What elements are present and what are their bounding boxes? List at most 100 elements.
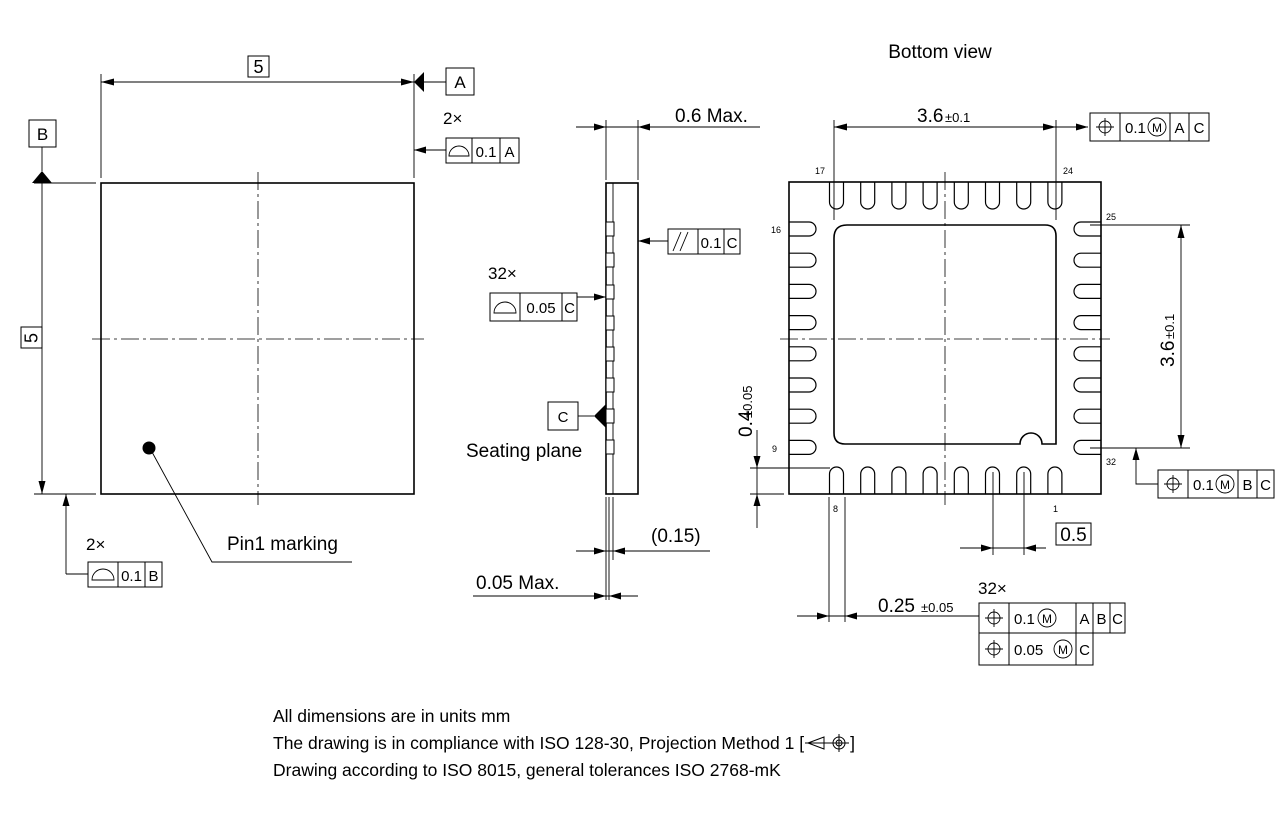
lead-pad	[953, 182, 969, 210]
side-lead	[605, 377, 615, 393]
datum-b-symbol: B	[28, 119, 57, 183]
profile-of-surface-icon	[91, 568, 115, 581]
pin-number-32: 32	[1106, 457, 1116, 467]
lead-position-datum-b: B	[1096, 611, 1106, 628]
lead-position-value-1: 0.1	[1014, 611, 1035, 628]
bottom-view	[780, 172, 1110, 505]
note-iso-128-text: The drawing is in compliance with ISO 12…	[273, 733, 805, 753]
max-height-value: 0.6 Max.	[675, 106, 748, 127]
lead-pad	[860, 466, 876, 494]
lead-pad	[828, 182, 845, 210]
lead-pad	[789, 346, 817, 362]
pad-height-position-value: 0.1	[1193, 477, 1214, 494]
lead-position-datum-c-2: C	[1079, 642, 1090, 659]
pitch-value: 0.5	[1060, 525, 1086, 546]
lead-pad	[1073, 377, 1101, 393]
top-view: Pin1 marking	[92, 172, 424, 563]
profile-of-surface-icon	[448, 145, 470, 157]
parallelism-value: 0.1	[701, 235, 722, 252]
lead-position-count: 32×	[978, 579, 1007, 598]
pad-width-nominal: 3.6	[917, 106, 943, 127]
lead-pad	[1016, 182, 1032, 210]
pad-width-position-value: 0.1	[1125, 120, 1146, 137]
datum-a-symbol: A	[414, 67, 475, 96]
mmc-modifier-icon	[1147, 117, 1167, 137]
lead-position-tolerance-frame: 32× 0.1 M A B C 0.05 M C	[978, 579, 1126, 666]
lead-position-datum-c: C	[1112, 611, 1123, 628]
pin1-marking-dot	[142, 441, 156, 455]
pin-number-16: 16	[771, 225, 781, 235]
side-lead	[605, 284, 615, 300]
lead-pad	[789, 221, 817, 237]
pin-number-8: 8	[833, 504, 838, 514]
pad-height-tolerance: ±0.1	[1162, 314, 1177, 339]
coplanarity-count: 32×	[488, 264, 517, 283]
top-profile-tolerance-frame: 2× 0.1 A	[414, 109, 520, 164]
max-height-dimension: 0.6 Max.	[576, 106, 760, 180]
pad-width-position-datum-c: C	[1194, 120, 1205, 137]
pin-number-1: 1	[1053, 504, 1058, 514]
datum-a-label: A	[454, 73, 466, 92]
pad-width-tolerance: ±0.1	[945, 110, 970, 125]
lead-pad	[1073, 439, 1101, 455]
lead-pad	[1073, 315, 1101, 331]
pad-width-position-modifier: M	[1152, 121, 1162, 135]
body-width-dimension: 5	[100, 55, 415, 178]
note-iso-128-suffix: ]	[850, 733, 855, 753]
left-profile-datum: B	[148, 568, 158, 585]
left-profile-tolerance-frame: 2× 0.1 B	[62, 494, 163, 588]
lead-pad	[891, 466, 907, 494]
lead-pad	[891, 182, 907, 210]
note-iso-8015: Drawing according to ISO 8015, general t…	[273, 760, 781, 780]
note-units: All dimensions are in units mm	[273, 706, 511, 726]
datum-c-label: C	[558, 409, 569, 426]
lead-width-tolerance: ±0.05	[921, 600, 953, 615]
pin-number-24: 24	[1063, 166, 1073, 176]
pitch-dimension: 0.5	[960, 472, 1092, 555]
lead-pad	[984, 182, 1001, 210]
lead-length-tolerance: ±0.05	[740, 386, 755, 418]
lead-position-value-2: 0.05	[1014, 642, 1043, 659]
pad-height-dimension: 3.6 ±0.1	[1090, 224, 1190, 449]
mmc-modifier-icon	[1037, 608, 1057, 628]
top-view-body-outline	[100, 182, 415, 495]
lead-pad	[789, 283, 817, 299]
left-profile-value: 0.1	[121, 568, 142, 585]
projection-method-icon	[805, 734, 850, 752]
pin1-marking-label: Pin1 marking	[227, 534, 338, 555]
top-profile-datum: A	[504, 144, 514, 161]
lead-pad	[789, 377, 817, 393]
lead-pad	[922, 466, 938, 494]
lead-width-dimension: 0.25 ±0.05	[797, 497, 980, 622]
lead-pad	[922, 182, 938, 210]
lead-pad	[789, 252, 817, 268]
side-lead	[605, 221, 615, 237]
datum-c-symbol: C	[547, 401, 606, 431]
body-width-value: 5	[253, 57, 263, 77]
lead-pad	[789, 408, 817, 424]
lead-pad	[1073, 221, 1101, 237]
lead-pad	[1073, 252, 1101, 268]
pad-height-position-modifier: M	[1220, 478, 1230, 492]
mmc-modifier-icon	[1215, 474, 1235, 494]
lead-pad	[1073, 408, 1101, 424]
side-view-body-outline	[605, 182, 639, 495]
lead-pad	[1016, 466, 1032, 494]
standoff-max-value: 0.05 Max.	[476, 573, 559, 594]
lead-length-nominal: 0.4	[736, 410, 757, 437]
pin1-leader-line	[151, 451, 352, 563]
pin-number-25: 25	[1106, 212, 1116, 222]
pad-width-position-datum-a: A	[1174, 120, 1184, 137]
lead-pad	[953, 466, 969, 494]
side-view	[605, 182, 639, 495]
side-lead	[605, 408, 615, 424]
coplanarity-tolerance-frame: 32× 0.05 C	[488, 264, 606, 322]
pad-height-position-datum-b: B	[1242, 477, 1252, 494]
lead-pad	[1047, 466, 1063, 494]
lead-position-datum-a: A	[1079, 611, 1089, 628]
body-height-dimension: 5	[20, 182, 96, 495]
lead-pad	[828, 466, 845, 494]
lead-position-modifier-1: M	[1042, 612, 1052, 626]
pin-number-17: 17	[815, 166, 825, 176]
